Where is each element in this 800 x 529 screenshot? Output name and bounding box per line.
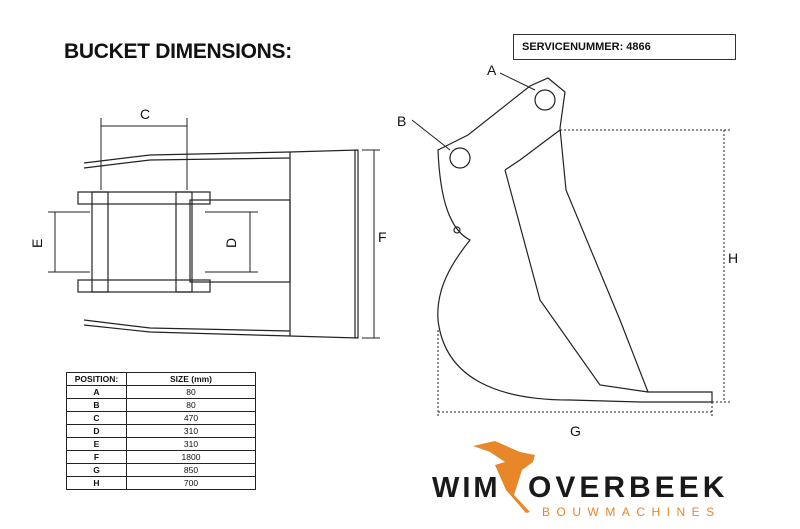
page-title: BUCKET DIMENSIONS:: [64, 40, 292, 63]
label-a: A: [487, 62, 497, 78]
logo-bouwmachines: BOUWMACHINES: [542, 505, 721, 519]
label-c: C: [140, 106, 150, 122]
side-view-drawing: [411, 72, 730, 418]
label-h: H: [728, 250, 738, 266]
label-b: B: [397, 113, 406, 129]
service-number-box: SERVICENUMMER: 4866: [513, 34, 736, 60]
logo-overbeek: OVERBEEK: [528, 471, 728, 504]
label-d: D: [223, 238, 239, 248]
label-f: F: [378, 229, 387, 245]
top-view-drawing: [48, 118, 380, 339]
company-logo: WIM OVERBEEK BOUWMACHINES: [432, 441, 728, 519]
logo-wim: WIM: [432, 472, 501, 504]
label-e: E: [29, 239, 45, 248]
label-g: G: [570, 423, 581, 439]
excavator-arm-logo-icon: [473, 441, 535, 513]
